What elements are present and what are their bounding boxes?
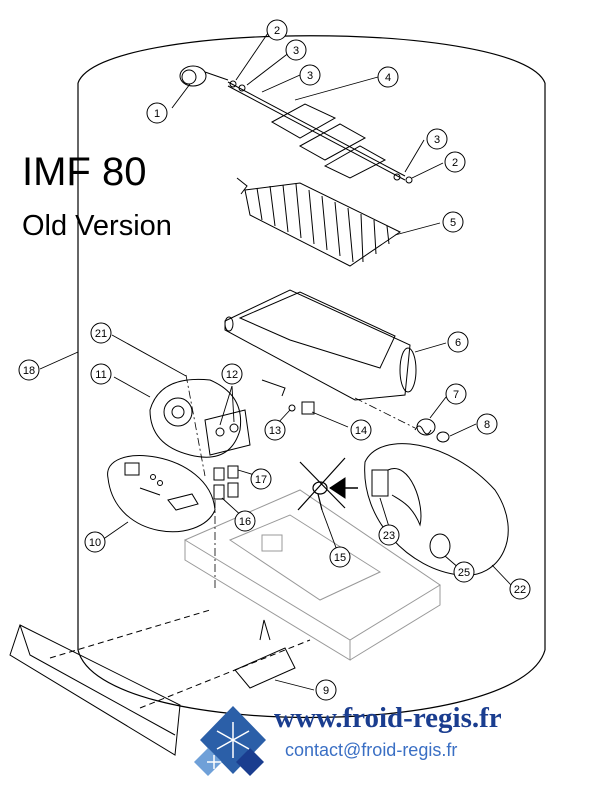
callout-8-circle [476,413,498,435]
small-bracket-part [261,379,315,415]
callout-25-label: 25 [458,567,470,579]
callout-14-circle [350,419,372,441]
callout-14-label: 14 [355,425,367,437]
callout-6-label: 6 [455,337,461,349]
shaft-assembly-part [227,80,413,184]
fan-motor-part [179,65,229,87]
callout-15-circle [329,546,351,568]
callout-5-circle [442,211,464,233]
callout-5-label: 5 [450,217,456,229]
callout-22-circle [509,578,531,600]
spring-stack-part [213,465,239,500]
callout-13-label: 13 [269,425,281,437]
obsolete-part [297,457,346,511]
callout-17-circle [250,468,272,490]
callout-16-label: 16 [239,516,251,528]
callout-9-circle [315,679,337,701]
callout-22-label: 22 [514,584,526,596]
cabinet-outline [77,35,546,718]
callout-3-label-top: 3 [293,45,299,57]
callout-11-label: 11 [95,369,106,381]
callout-18-circle [18,359,40,381]
callout-23-circle [378,524,400,546]
website-link[interactable]: www.froid-regis.fr [274,702,502,734]
callout-3-label-right: 3 [434,134,440,146]
diagram-subtitle: Old Version [22,210,172,242]
callout-7-label: 7 [453,389,459,401]
callout-3-label-mid: 3 [307,70,313,82]
scoop-part [234,619,296,689]
callout-23-label: 23 [383,530,395,542]
contact-email-link[interactable]: contact@froid-regis.fr [285,740,458,760]
callout-21-label: 21 [95,328,107,340]
callout-15-label: 15 [334,552,346,564]
callout-4-circle [377,66,399,88]
capacitor-inset [329,443,509,576]
switch-assembly-part [107,455,216,533]
callout-circles [18,19,531,701]
callout-13-circle [264,419,286,441]
base-frame-part [183,489,441,661]
callout-9-label: 9 [323,685,329,697]
callout-8-label: 8 [484,419,490,431]
callout-6-circle [447,331,469,353]
guide-lines [185,374,416,590]
callout-12-label: 12 [226,369,238,381]
callout-1-label: 1 [154,108,160,120]
callout-10-label: 10 [89,537,101,549]
callout-21-circle [90,322,112,344]
callout-1-circle [146,102,168,124]
callout-16-circle [234,510,256,532]
callout-10-circle [84,531,106,553]
snowflake-logo-icon [194,706,266,776]
diagram-title: IMF 80 [22,150,147,194]
callout-3-circle-right [426,128,448,150]
callout-7-circle [445,383,467,405]
callout-12-circle [221,363,243,385]
gear-motor-part [149,378,251,458]
tray-part [224,289,417,401]
front-panel-part [9,609,311,756]
callout-2-circle-top [266,19,288,41]
callout-11-circle [90,363,112,385]
callout-3-circle-top [285,39,307,61]
callout-2-label-right: 2 [452,157,458,169]
callout-17-label: 17 [255,474,267,486]
callout-3-circle-mid [299,64,321,86]
callout-2-circle-right [444,151,466,173]
grille-part [236,177,401,267]
callout-4-label: 4 [385,72,391,84]
callout-25-circle [453,561,475,583]
callout-18-label: 18 [23,365,35,377]
spring-part [414,418,450,443]
callout-2-label-top: 2 [274,25,280,37]
callout-numbers: 1 2 3 3 2 3 4 5 6 7 8 9 10 11 12 13 14 1… [23,25,526,697]
